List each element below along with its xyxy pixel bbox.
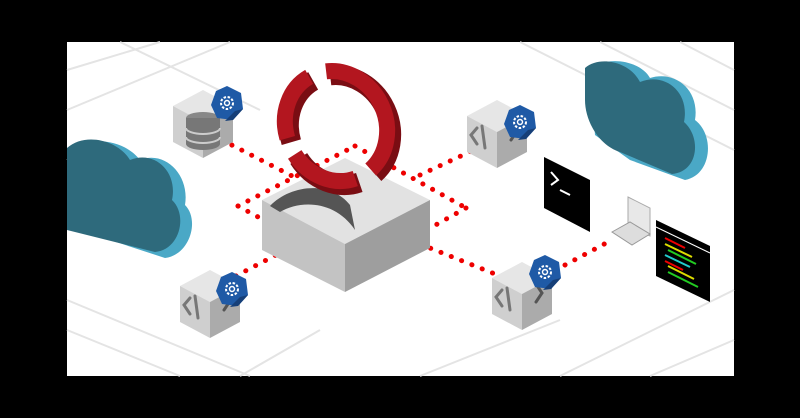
terminal-window-icon	[544, 157, 590, 232]
red-hat-ring-logo	[276, 63, 402, 195]
cloud-right	[585, 61, 708, 181]
cloud-left	[67, 139, 193, 258]
laptop-icon	[611, 196, 651, 246]
database-node	[173, 90, 233, 158]
code-editor-icon	[655, 220, 711, 302]
